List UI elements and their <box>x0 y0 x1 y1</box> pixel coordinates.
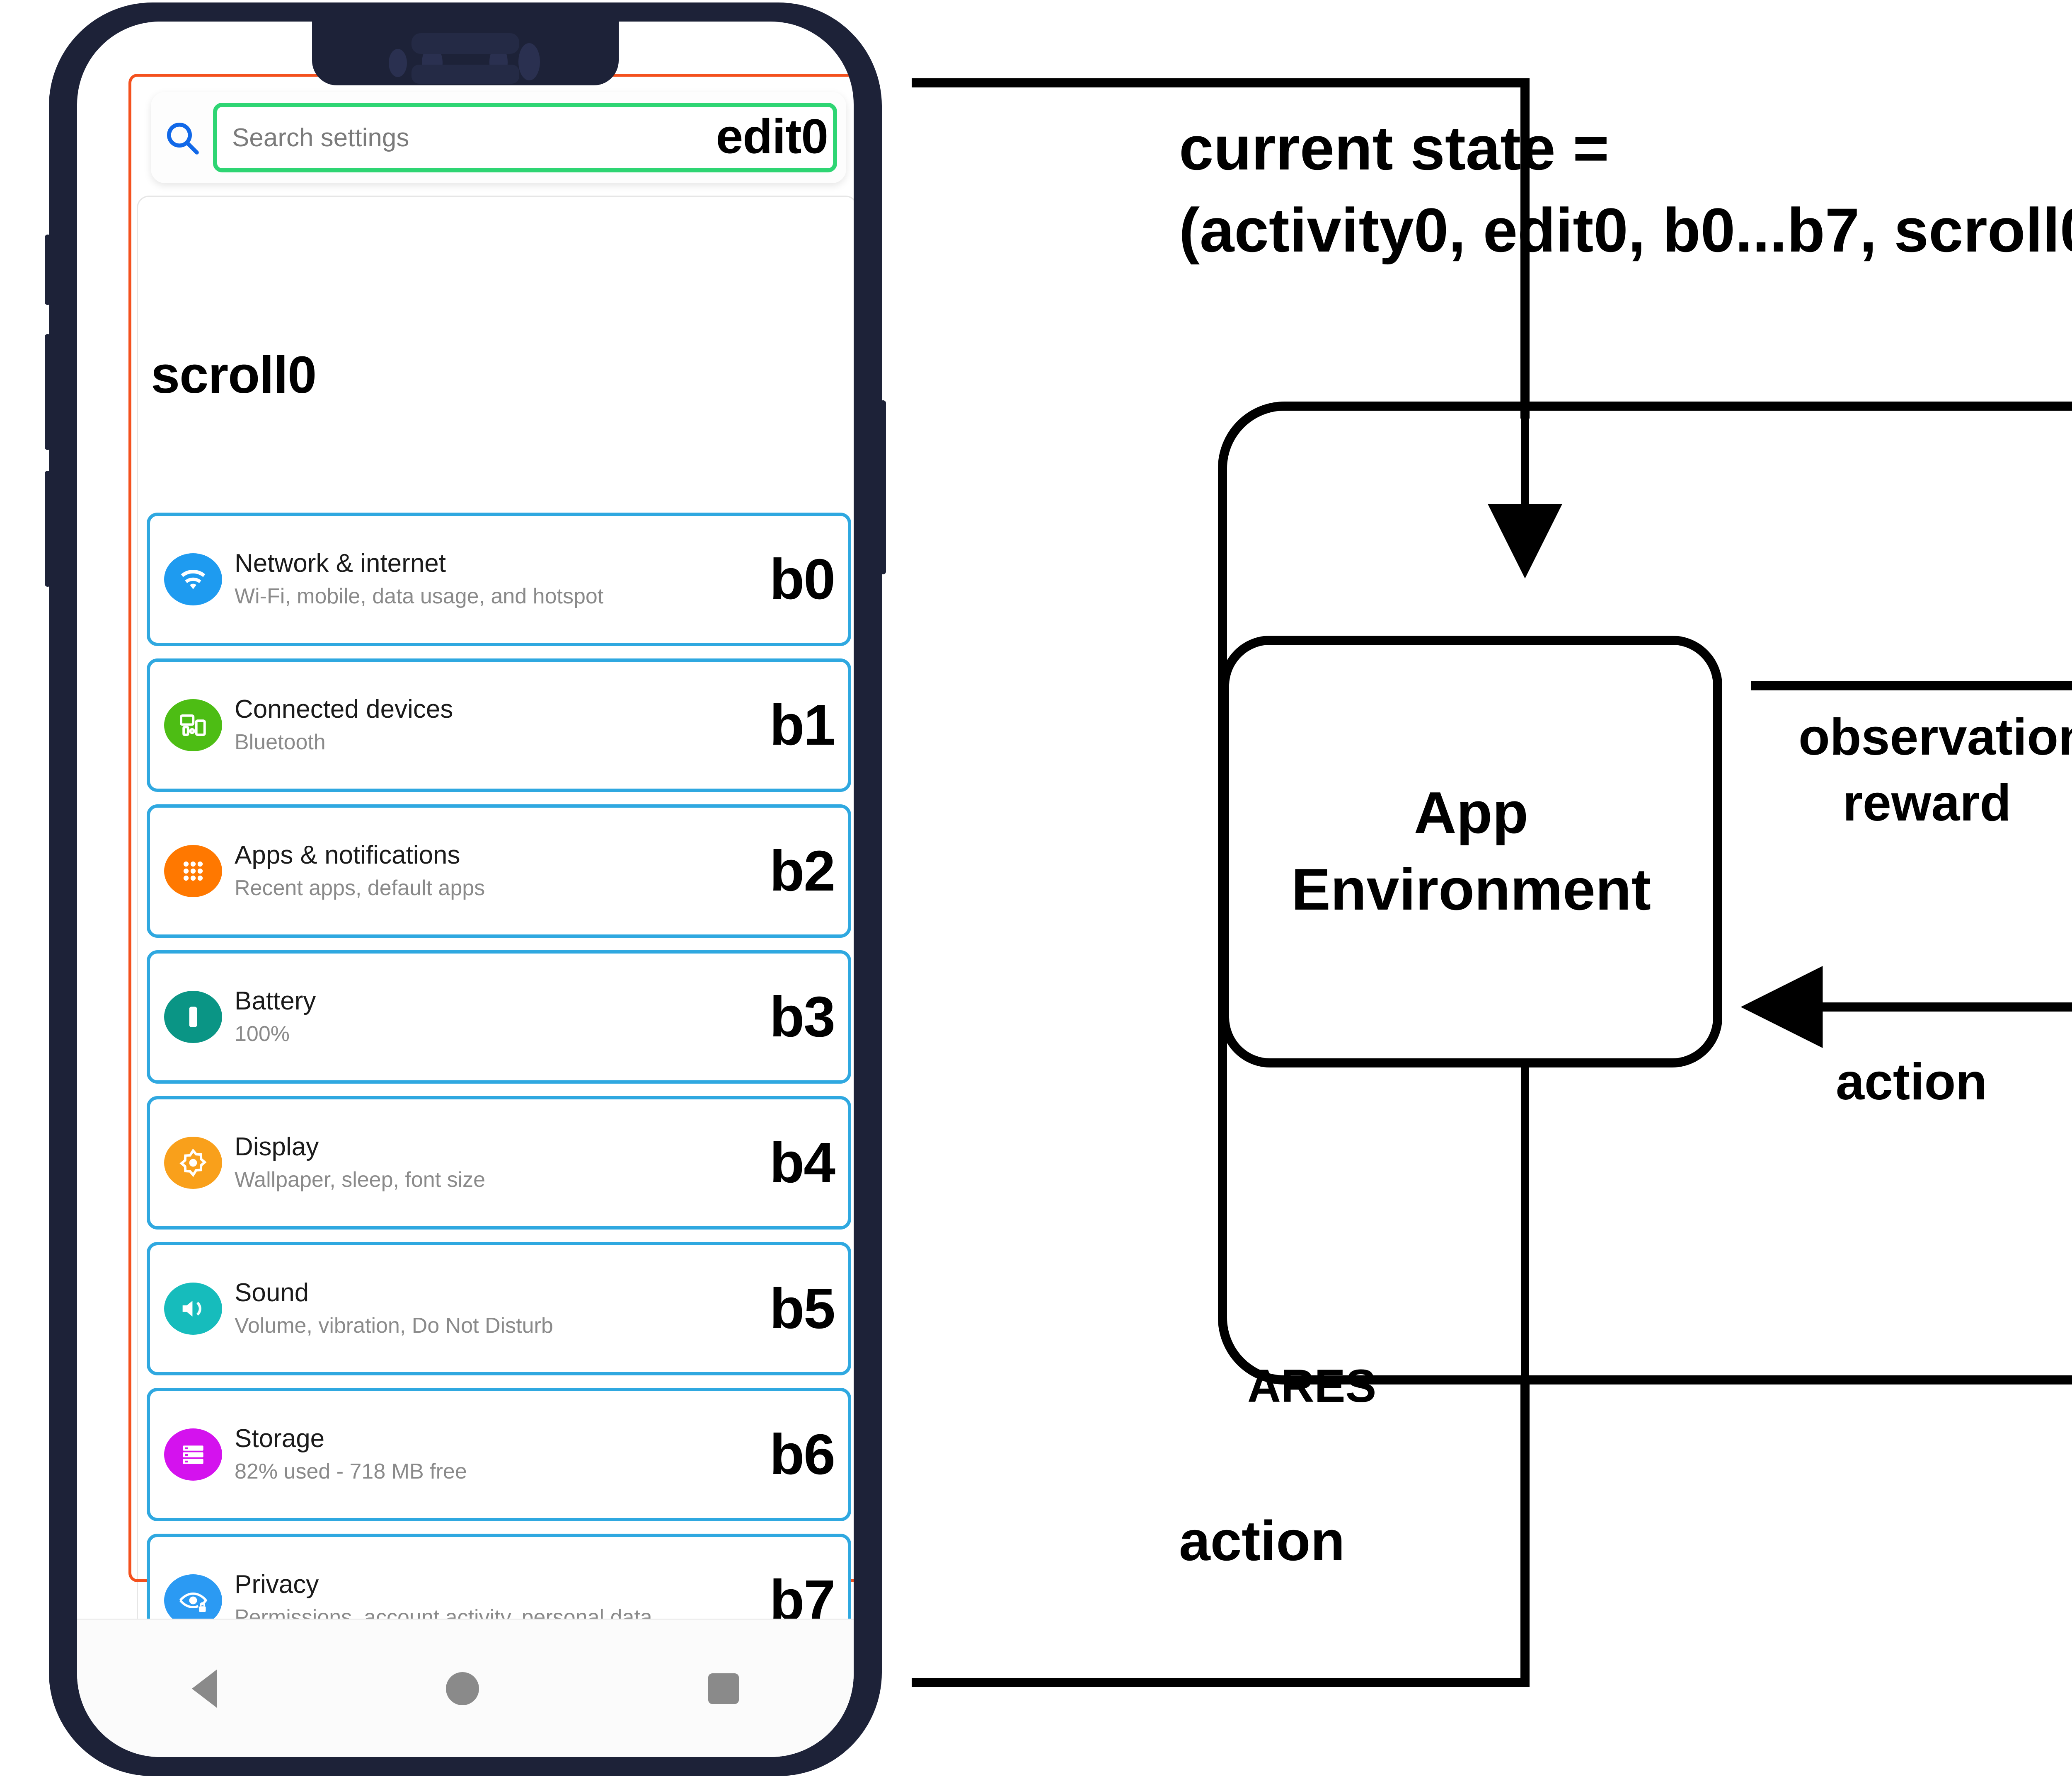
setting-row-battery[interactable]: Battery 100% b3 <box>147 950 851 1084</box>
button-tag-b1: b1 <box>769 693 835 757</box>
battery-icon <box>164 991 222 1043</box>
nav-recents-icon[interactable] <box>708 1673 739 1704</box>
search-input[interactable]: Search settings edit0 <box>213 103 837 172</box>
setting-subtitle: Wallpaper, sleep, font size <box>235 1168 486 1192</box>
setting-subtitle: Volume, vibration, Do Not Disturb <box>235 1314 553 1338</box>
setting-title: Privacy <box>235 1570 319 1599</box>
setting-texts: Display Wallpaper, sleep, font size <box>235 1132 782 1193</box>
earpiece-speaker-2 <box>411 65 519 84</box>
storage-icon <box>164 1428 222 1481</box>
setting-row-storage[interactable]: Storage 82% used - 718 MB free b6 <box>147 1388 851 1521</box>
app-env-line-1: App <box>1414 780 1529 846</box>
phone-notch <box>312 2 619 85</box>
setting-title: Sound <box>235 1278 309 1307</box>
search-icon <box>151 118 213 157</box>
sensor-dot-1 <box>389 49 407 77</box>
phone-side-button-volume-up[interactable] <box>45 334 51 450</box>
setting-texts: Battery 100% <box>235 986 782 1048</box>
setting-row-apps[interactable]: Apps & notifications Recent apps, defaul… <box>147 804 851 938</box>
setting-title: Display <box>235 1132 319 1161</box>
phone-side-button-power[interactable] <box>880 400 886 574</box>
button-tag-b6: b6 <box>769 1422 835 1486</box>
devices-icon <box>164 699 222 751</box>
button-tag-b2: b2 <box>769 839 835 903</box>
app-environment-box-label: App Environment <box>1227 762 1716 941</box>
phone-frame: Search settings edit0 scroll0 Network & … <box>45 2 886 1776</box>
button-tag-b4: b4 <box>769 1130 835 1195</box>
scroll0-tag: scroll0 <box>151 346 317 404</box>
setting-texts: Apps & notifications Recent apps, defaul… <box>235 840 782 902</box>
apps-grid-icon <box>164 845 222 897</box>
setting-title: Storage <box>235 1424 325 1453</box>
phone-side-button-mute[interactable] <box>45 235 51 305</box>
earpiece-speaker <box>411 33 519 54</box>
setting-texts: Connected devices Bluetooth <box>235 695 782 756</box>
privacy-eye-icon <box>164 1574 222 1627</box>
edit0-tag: edit0 <box>716 109 828 164</box>
button-tag-b3: b3 <box>769 985 835 1049</box>
setting-subtitle: Recent apps, default apps <box>235 876 485 900</box>
current-state-label: current state = (activity0, edit0, b0...… <box>1179 113 2072 265</box>
setting-subtitle: 82% used - 718 MB free <box>235 1460 467 1484</box>
front-camera-icon <box>518 43 540 80</box>
setting-title: Apps & notifications <box>235 840 460 869</box>
app-env-line-2: Environment <box>1291 857 1651 922</box>
settings-list: Network & internet Wi-Fi, mobile, data u… <box>147 513 851 1680</box>
search-bar[interactable]: Search settings edit0 <box>151 92 846 183</box>
button-tag-b5: b5 <box>769 1276 835 1341</box>
button-tag-b0: b0 <box>769 547 835 611</box>
diagram-lines <box>912 78 2072 1687</box>
observation-reward-label: observation, reward <box>1798 709 2072 832</box>
setting-row-display[interactable]: Display Wallpaper, sleep, font size b4 <box>147 1096 851 1230</box>
setting-row-connected-devices[interactable]: Connected devices Bluetooth b1 <box>147 658 851 792</box>
setting-title: Network & internet <box>235 549 446 578</box>
android-nav-bar <box>77 1619 854 1757</box>
outer-action-label: action <box>1179 1509 1345 1572</box>
setting-title: Battery <box>235 986 316 1015</box>
setting-row-sound[interactable]: Sound Volume, vibration, Do Not Disturb … <box>147 1242 851 1375</box>
phone-side-button-volume-down[interactable] <box>45 471 51 587</box>
volume-icon <box>164 1283 222 1335</box>
rl-loop-diagram: current state = (activity0, edit0, b0...… <box>912 0 2072 1779</box>
setting-subtitle: Bluetooth <box>235 730 326 755</box>
setting-texts: Sound Volume, vibration, Do Not Disturb <box>235 1278 782 1339</box>
brightness-icon <box>164 1137 222 1189</box>
ares-label: ARES <box>1247 1360 1377 1412</box>
setting-texts: Network & internet Wi-Fi, mobile, data u… <box>235 549 782 610</box>
search-placeholder: Search settings <box>232 123 409 152</box>
setting-subtitle: Wi-Fi, mobile, data usage, and hotspot <box>235 584 604 609</box>
nav-home-icon[interactable] <box>445 1672 479 1705</box>
action-label: action <box>1836 1053 1987 1111</box>
phone-screen: Search settings edit0 scroll0 Network & … <box>77 22 854 1757</box>
setting-row-network[interactable]: Network & internet Wi-Fi, mobile, data u… <box>147 513 851 646</box>
nav-back-icon[interactable] <box>191 1670 217 1708</box>
setting-title: Connected devices <box>235 695 453 724</box>
setting-subtitle: 100% <box>235 1022 290 1046</box>
wifi-icon <box>164 553 222 605</box>
setting-texts: Storage 82% used - 718 MB free <box>235 1424 782 1485</box>
